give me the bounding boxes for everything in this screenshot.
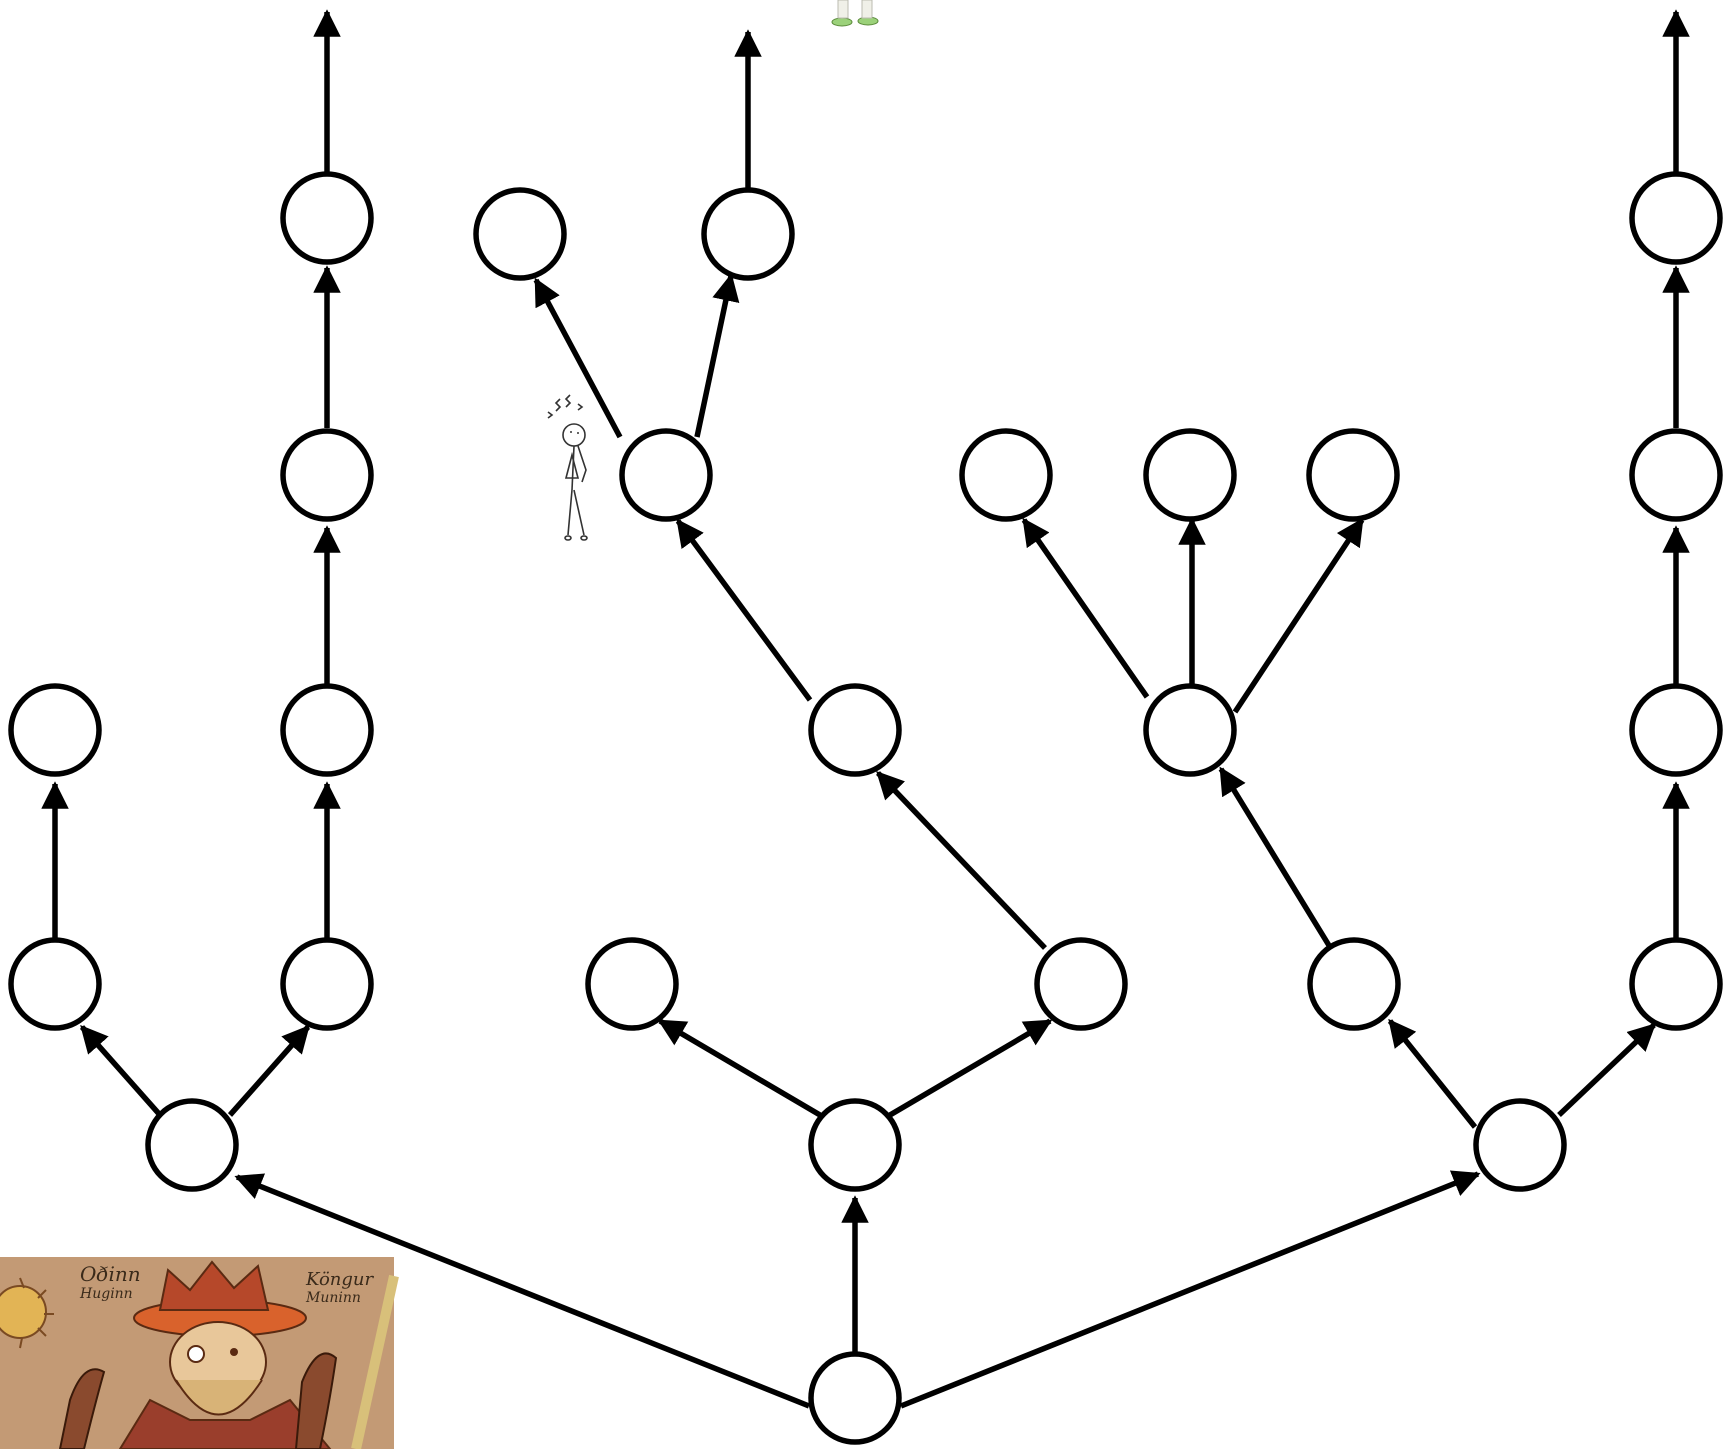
edge-r2a-r3 [1218,766,1336,954]
node-m2a [585,937,679,1031]
node-r2a [1307,937,1401,1031]
node-left-l1 [145,1098,239,1192]
edge-m4-m5b [694,273,740,438]
illus-text-odinn: Oðinn [80,1262,141,1286]
edge-r1-r2a [1387,1018,1478,1129]
illus-text-huginn: Huginn [79,1286,133,1302]
illus-text-kongur: Köngur [305,1269,375,1290]
node-m3 [808,683,902,777]
node-l5b [280,171,374,265]
node-r4a [959,428,1053,522]
node-r2b [1629,937,1723,1031]
edge-l1a-l2a [79,1024,163,1117]
cartoon-figure-feet-top [831,0,879,27]
node-r3b [1629,683,1723,777]
edge-m3-m4 [675,518,813,702]
node-r4c [1306,428,1400,522]
node-r5d [1629,171,1723,265]
node-l4b [280,428,374,522]
edge-root-left [234,1173,811,1409]
node-m5a [473,187,567,281]
nodes [8,171,1723,1445]
node-root [808,1351,902,1445]
illus-text-muninn: Muninn [305,1290,361,1306]
node-l3a [8,683,102,777]
node-right-l1 [1473,1098,1567,1192]
edge-l1a-l2b [227,1024,311,1117]
edge-r3-r4c [1232,517,1365,714]
node-r4d [1629,428,1723,522]
stick-figure-thinking [547,394,588,541]
edges [41,9,1690,1409]
edge-r1-r2b [1557,1023,1656,1117]
node-m2b [1034,937,1128,1031]
node-r3 [1143,683,1237,777]
edge-m1-m2b [888,1018,1053,1118]
edge-r3-r4a [1021,517,1150,699]
node-r4b [1143,428,1237,522]
node-l3b [280,683,374,777]
node-m5b [701,187,795,281]
edge-m2b-m3 [876,771,1047,950]
odin-manuscript-illustration: Oðinn Huginn Köngur Muninn [0,1257,399,1449]
node-l2b [280,937,374,1031]
edge-root-right [899,1170,1481,1409]
node-m4 [619,428,713,522]
node-l2a [8,937,102,1031]
edge-m1-m2a [657,1018,822,1118]
node-middle-l1 [808,1098,902,1192]
edge-m4-m5a [533,277,623,439]
